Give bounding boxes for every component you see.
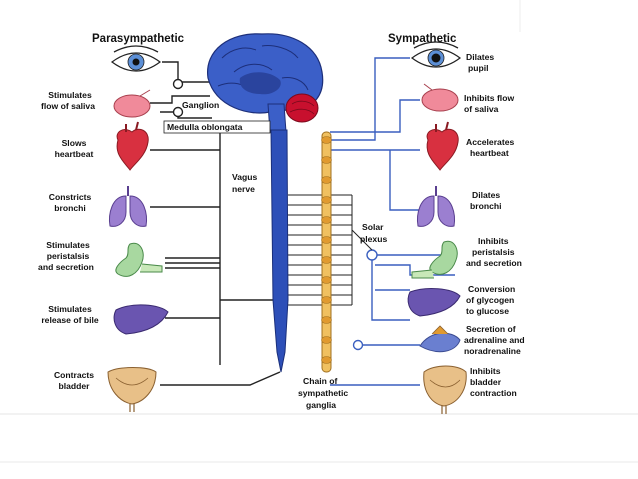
symp-effect-bronchi-line2: bronchi	[470, 201, 502, 211]
symp-effect-bladder-line2: bladder	[470, 377, 502, 387]
sympathetic-effects: Dilates pupil Inhibits flow of saliva Ac…	[464, 52, 525, 398]
symp-effect-adrenaline-line1: Secretion of	[466, 324, 516, 334]
symp-effect-peristalsis-line1: Inhibits	[478, 236, 509, 246]
ladder-connections	[288, 194, 373, 306]
solar-plexus-label-line2: plexus	[360, 234, 387, 244]
vagus-nerve-label-line1: Vagus	[232, 172, 258, 182]
symp-effect-peristalsis-line3: and secretion	[466, 258, 522, 268]
symp-effect-bladder-line1: Inhibits	[470, 366, 501, 376]
vagus-nerve-label-line2: nerve	[232, 184, 255, 194]
symp-effect-glycogen-line1: Conversion	[468, 284, 515, 294]
parasympathetic-header: Parasympathetic	[92, 33, 185, 45]
left-bladder-icon	[107, 367, 157, 412]
right-organs	[407, 41, 467, 414]
left-lungs-icon	[109, 186, 147, 227]
slide-frame	[0, 0, 638, 463]
para-effect-bile-line1: Stimulates	[48, 304, 92, 314]
para-effect-peristalsis-line2: peristalsis	[47, 251, 90, 261]
symp-effect-glycogen-line2: of glycogen	[466, 295, 514, 305]
left-liver-icon	[113, 304, 169, 335]
left-stomach-icon	[115, 242, 163, 277]
symp-effect-adrenaline-line3: noradrenaline	[464, 346, 521, 356]
right-stomach-icon	[411, 240, 458, 279]
ganglion-label: Ganglion	[182, 100, 219, 110]
para-effect-bladder-line1: Contracts	[54, 370, 94, 380]
medulla-oblongata-label: Medulla oblongata	[167, 122, 243, 132]
left-heart-icon	[116, 121, 149, 171]
chain-label-line3: ganglia	[306, 400, 336, 410]
left-eye-icon	[110, 45, 162, 72]
para-effect-saliva-line2: flow of saliva	[41, 101, 95, 111]
chain-label-line2: sympathetic	[298, 388, 348, 398]
para-effect-bladder-line2: bladder	[58, 381, 90, 391]
spinal-cord	[270, 129, 289, 373]
right-liver-icon	[407, 288, 461, 317]
right-bladder-icon	[423, 365, 467, 414]
parasympathetic-nerves	[150, 61, 281, 386]
sympathetic-chain	[321, 131, 332, 373]
symp-effect-bladder-line3: contraction	[470, 388, 517, 398]
para-effect-bile-line2: release of bile	[41, 315, 99, 325]
para-effect-bronchi-line2: bronchi	[54, 203, 86, 213]
left-organs	[107, 45, 169, 412]
para-effect-saliva-line1: Stimulates	[48, 90, 92, 100]
para-effect-heart-line2: heartbeat	[55, 149, 94, 159]
symp-effect-saliva-line2: of saliva	[464, 104, 499, 114]
para-effect-peristalsis-line1: Stimulates	[46, 240, 90, 250]
right-salivary-gland-icon	[421, 83, 459, 112]
para-effect-bronchi-line1: Constricts	[49, 192, 92, 202]
symp-effect-glycogen-line3: to glucose	[466, 306, 509, 316]
parasympathetic-effects: Stimulates flow of saliva Slows heartbea…	[38, 90, 99, 391]
symp-effect-peristalsis-line2: peristalsis	[472, 247, 515, 257]
chain-label-line1: Chain of	[303, 376, 338, 386]
symp-effect-pupil-line1: Dilates	[466, 52, 494, 62]
symp-effect-heart-line2: heartbeat	[470, 148, 509, 158]
para-effect-heart-line1: Slows	[62, 138, 87, 148]
symp-effect-heart-line1: Accelerates	[466, 137, 514, 147]
brain-illustration	[207, 33, 324, 133]
symp-effect-saliva-line1: Inhibits flow	[464, 93, 514, 103]
right-eye-icon	[410, 41, 462, 68]
symp-effect-pupil-line2: pupil	[468, 63, 489, 73]
solar-plexus-label-line1: Solar	[362, 222, 384, 232]
symp-effect-bronchi-line1: Dilates	[472, 190, 500, 200]
right-heart-icon	[426, 121, 459, 171]
right-lungs-icon	[417, 186, 455, 227]
para-effect-peristalsis-line3: and secretion	[38, 262, 94, 272]
right-adrenal-icon	[419, 325, 461, 353]
symp-effect-adrenaline-line2: adrenaline and	[464, 335, 525, 345]
left-salivary-gland-icon	[113, 89, 151, 118]
